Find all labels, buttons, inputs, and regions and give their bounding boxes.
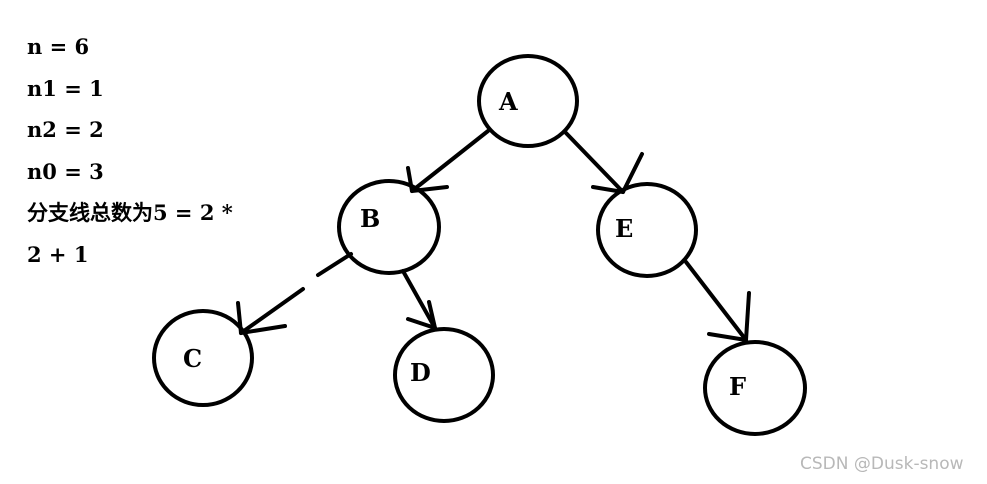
- node-c-circle: [152, 309, 254, 407]
- node-f-label: F: [729, 372, 746, 401]
- note-line: 2 + 1: [27, 241, 89, 267]
- note-line: 分支线总数为5 = 2 *: [27, 200, 233, 225]
- edge-b-d: [401, 269, 437, 330]
- edge-a-b: [406, 129, 490, 193]
- node-d-label: D: [410, 358, 431, 387]
- node-e-label: E: [615, 214, 633, 243]
- watermark: CSDN @Dusk-snow: [800, 454, 964, 474]
- node-b-circle: [337, 179, 441, 275]
- note-line: n1 = 1: [27, 75, 104, 101]
- node-e-circle: [596, 182, 698, 278]
- node-f-circle: [703, 340, 807, 436]
- node-b-label: B: [360, 204, 380, 233]
- notes-panel: n = 6 n1 = 1 n2 = 2 n0 = 3 分支线总数为5 = 2 *…: [27, 30, 297, 279]
- node-a-circle: [477, 54, 579, 148]
- note-line: n0 = 3: [27, 158, 104, 184]
- edge-a-e: [564, 131, 644, 194]
- edge-b-c: [236, 252, 353, 335]
- node-a-label: A: [498, 87, 518, 116]
- node-c-label: C: [183, 344, 202, 373]
- node-d-circle: [393, 327, 495, 423]
- note-line: n = 6: [27, 34, 90, 59]
- edge-e-f: [684, 260, 751, 342]
- note-line: n2 = 2: [27, 117, 104, 142]
